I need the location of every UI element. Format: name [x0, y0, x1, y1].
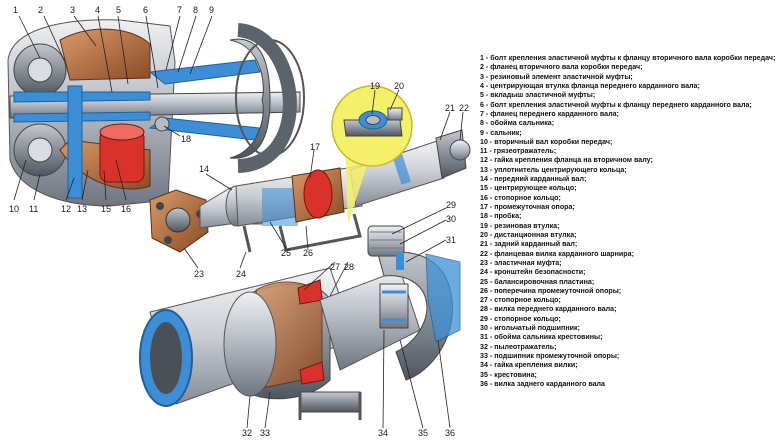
elastic-coupling	[149, 189, 209, 253]
legend-item: 27 - стопорное кольцо;	[480, 296, 561, 305]
legend-item: 18 - пробка;	[480, 212, 522, 221]
legend-item: 11 - грязеотражатель;	[480, 147, 557, 156]
legend-item: 19 - резиновая втулка;	[480, 221, 560, 230]
legend-item: 26 - поперечина промежуточной опоры;	[480, 286, 622, 295]
legend-item: 13 - уплотнитель центрирующего кольца;	[480, 165, 627, 174]
top-assembly	[7, 19, 305, 207]
legend-item: 34 - гайка крепления вилки;	[480, 361, 578, 370]
callout-31: 31	[446, 235, 456, 245]
callout-32: 32	[242, 428, 252, 438]
callout-20: 20	[394, 81, 404, 91]
callout-29: 29	[446, 200, 456, 210]
legend-item: 32 - пылеотражатель;	[480, 342, 557, 351]
legend-item: 14 - передний карданный вал;	[480, 175, 587, 184]
legend-item: 29 - стопорное кольцо;	[480, 314, 561, 323]
legend-item: 21 - задний карданный вал;	[480, 240, 578, 249]
callout-33: 33	[260, 428, 270, 438]
callout-13: 13	[77, 204, 87, 214]
legend-item: 31 - обойма сальника крестовины;	[480, 333, 603, 342]
callout-21: 21	[445, 103, 455, 113]
callout-19: 19	[370, 81, 380, 91]
callout-16: 16	[121, 204, 131, 214]
legend-item: 28 - вилка переднего карданного вала;	[480, 305, 617, 314]
bottom-assembly	[139, 225, 461, 420]
legend-item: 15 - центрирующее кольцо;	[480, 184, 577, 193]
callout-25: 25	[281, 248, 291, 258]
legend-item: 33 - подшипник промежуточной опоры;	[480, 352, 620, 360]
callout-11: 11	[29, 204, 38, 214]
callout-8: 8	[193, 5, 198, 15]
legend-item: 1 - болт крепления эластичной муфты к фл…	[480, 54, 776, 62]
callout-1: 1	[13, 5, 18, 15]
legend-item: 2 - фланец вторичного вала коробки перед…	[480, 63, 643, 72]
middle-assembly	[149, 129, 471, 253]
callout-23: 23	[194, 269, 204, 279]
legend-item: 20 - дистанционная втулка;	[480, 230, 577, 239]
callout-28: 28	[344, 262, 354, 272]
callout-35: 35	[418, 428, 428, 438]
legend-item: 12 - гайка крепления фланца на вторичном…	[480, 156, 653, 165]
callout-2: 2	[38, 5, 43, 15]
legend-item: 24 - кронштейн безопасности;	[480, 268, 586, 277]
driveshaft-illustration: 1 2 3 4 5 6 7 8 9 10 11 12 13 15 16 18 1…	[7, 5, 471, 438]
legend-item: 22 - фланцевая вилка карданного шарнира;	[480, 249, 634, 258]
leader-lines	[13, 15, 464, 429]
callout-14: 14	[199, 164, 209, 174]
legend-item: 25 - балансировочная пластина;	[480, 277, 595, 286]
legend-item: 5 - вкладыш эластичной муфты;	[480, 91, 596, 100]
legend-item: 9 - сальник;	[480, 128, 522, 137]
callout-7: 7	[177, 5, 182, 15]
callout-6: 6	[143, 5, 148, 15]
legend-item: 8 - обойма сальника;	[480, 119, 555, 128]
callout-26: 26	[303, 248, 313, 258]
legend-item: 10 - вторичный вал коробки передач;	[480, 137, 613, 146]
callout-36: 36	[445, 428, 455, 438]
callout-4: 4	[95, 5, 100, 15]
legend-item: 17 - промежуточная опора;	[480, 203, 575, 211]
callout-17: 17	[310, 142, 320, 152]
callout-27: 27	[330, 262, 340, 272]
legend-item: 23 - эластичная муфта;	[480, 258, 562, 267]
callout-12: 12	[61, 204, 71, 214]
callout-10: 10	[9, 204, 19, 214]
callout-18: 18	[181, 134, 191, 144]
legend-item: 3 - резиновый элемент эластичной муфты;	[480, 72, 633, 81]
parts-legend: 1 - болт крепления эластичной муфты к фл…	[480, 54, 776, 389]
callout-24: 24	[236, 269, 246, 279]
callout-34: 34	[378, 428, 388, 438]
legend-item: 6 - болт крепления эластичной муфты к фл…	[480, 100, 752, 109]
callout-3: 3	[70, 5, 75, 15]
callout-numbers: 1 2 3 4 5 6 7 8 9 10 11 12 13 15 16 18 1…	[9, 5, 469, 438]
callout-5: 5	[116, 5, 121, 15]
callout-30: 30	[446, 214, 456, 224]
legend-item: 16 - стопорное кольцо;	[480, 193, 561, 202]
callout-15: 15	[101, 204, 111, 214]
legend-item: 4 - центрирующая втулка фланца переднего…	[480, 81, 700, 90]
legend-item: 35 - крестовина;	[480, 370, 537, 379]
legend-item: 7 - фланец переднего карданного вала;	[480, 109, 619, 118]
callout-9: 9	[209, 5, 214, 15]
legend-item: 36 - вилка заднего карданного вала	[480, 379, 605, 388]
legend-item: 30 - игольчатый подшипник;	[480, 324, 580, 333]
callout-22: 22	[459, 103, 469, 113]
